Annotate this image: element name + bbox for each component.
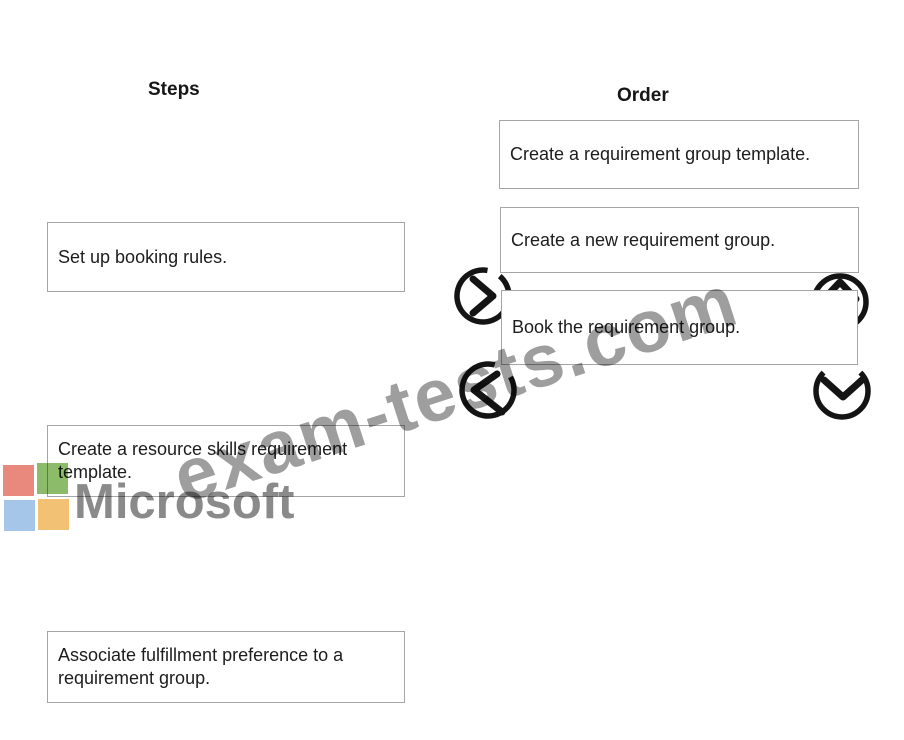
order-card-label: Create a requirement group template.	[510, 144, 811, 164]
step-card-label: Associate fulfillment preference to a re…	[58, 645, 344, 688]
step-card[interactable]: Set up booking rules.	[47, 222, 405, 292]
microsoft-logo-square-blue	[4, 500, 35, 531]
step-card[interactable]: Create a resource skills requirement tem…	[47, 425, 405, 497]
order-card[interactable]: Book the requirement group.	[501, 290, 858, 365]
steps-column-title: Steps	[148, 79, 200, 100]
order-card-label: Book the requirement group.	[512, 317, 741, 337]
order-column-title: Order	[617, 85, 669, 106]
step-card[interactable]: Associate fulfillment preference to a re…	[47, 631, 405, 703]
move-down-button[interactable]	[811, 360, 873, 422]
order-card[interactable]: Create a requirement group template.	[499, 120, 859, 189]
move-left-button[interactable]	[457, 359, 519, 421]
step-card-label: Set up booking rules.	[58, 246, 228, 267]
microsoft-logo-square-orange	[38, 499, 69, 530]
chevron-down-icon	[811, 360, 873, 422]
chevron-left-icon	[457, 359, 519, 421]
microsoft-logo-square-red	[3, 465, 34, 496]
step-card-label: Create a resource skills requirement tem…	[58, 439, 348, 482]
order-card-label: Create a new requirement group.	[511, 229, 776, 250]
order-card[interactable]: Create a new requirement group.	[500, 207, 859, 273]
